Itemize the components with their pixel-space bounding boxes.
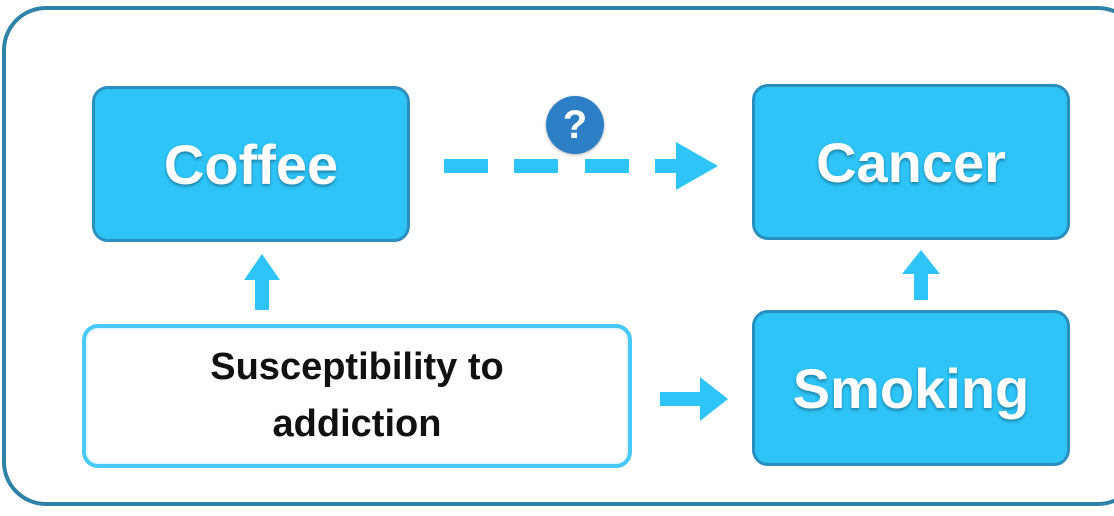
node-coffee-label: Coffee	[163, 132, 339, 196]
node-cancer: Cancer	[752, 84, 1070, 240]
node-susceptibility-label: Susceptibility to addiction	[210, 346, 504, 445]
diagram-frame	[2, 6, 1114, 506]
node-smoking: Smoking	[752, 310, 1070, 466]
node-coffee: Coffee	[92, 86, 410, 242]
node-cancer-label: Cancer	[816, 130, 1006, 194]
node-susceptibility: Susceptibility to addiction	[82, 324, 632, 468]
node-smoking-label: Smoking	[792, 356, 1030, 420]
question-mark-icon: ?	[546, 96, 604, 154]
